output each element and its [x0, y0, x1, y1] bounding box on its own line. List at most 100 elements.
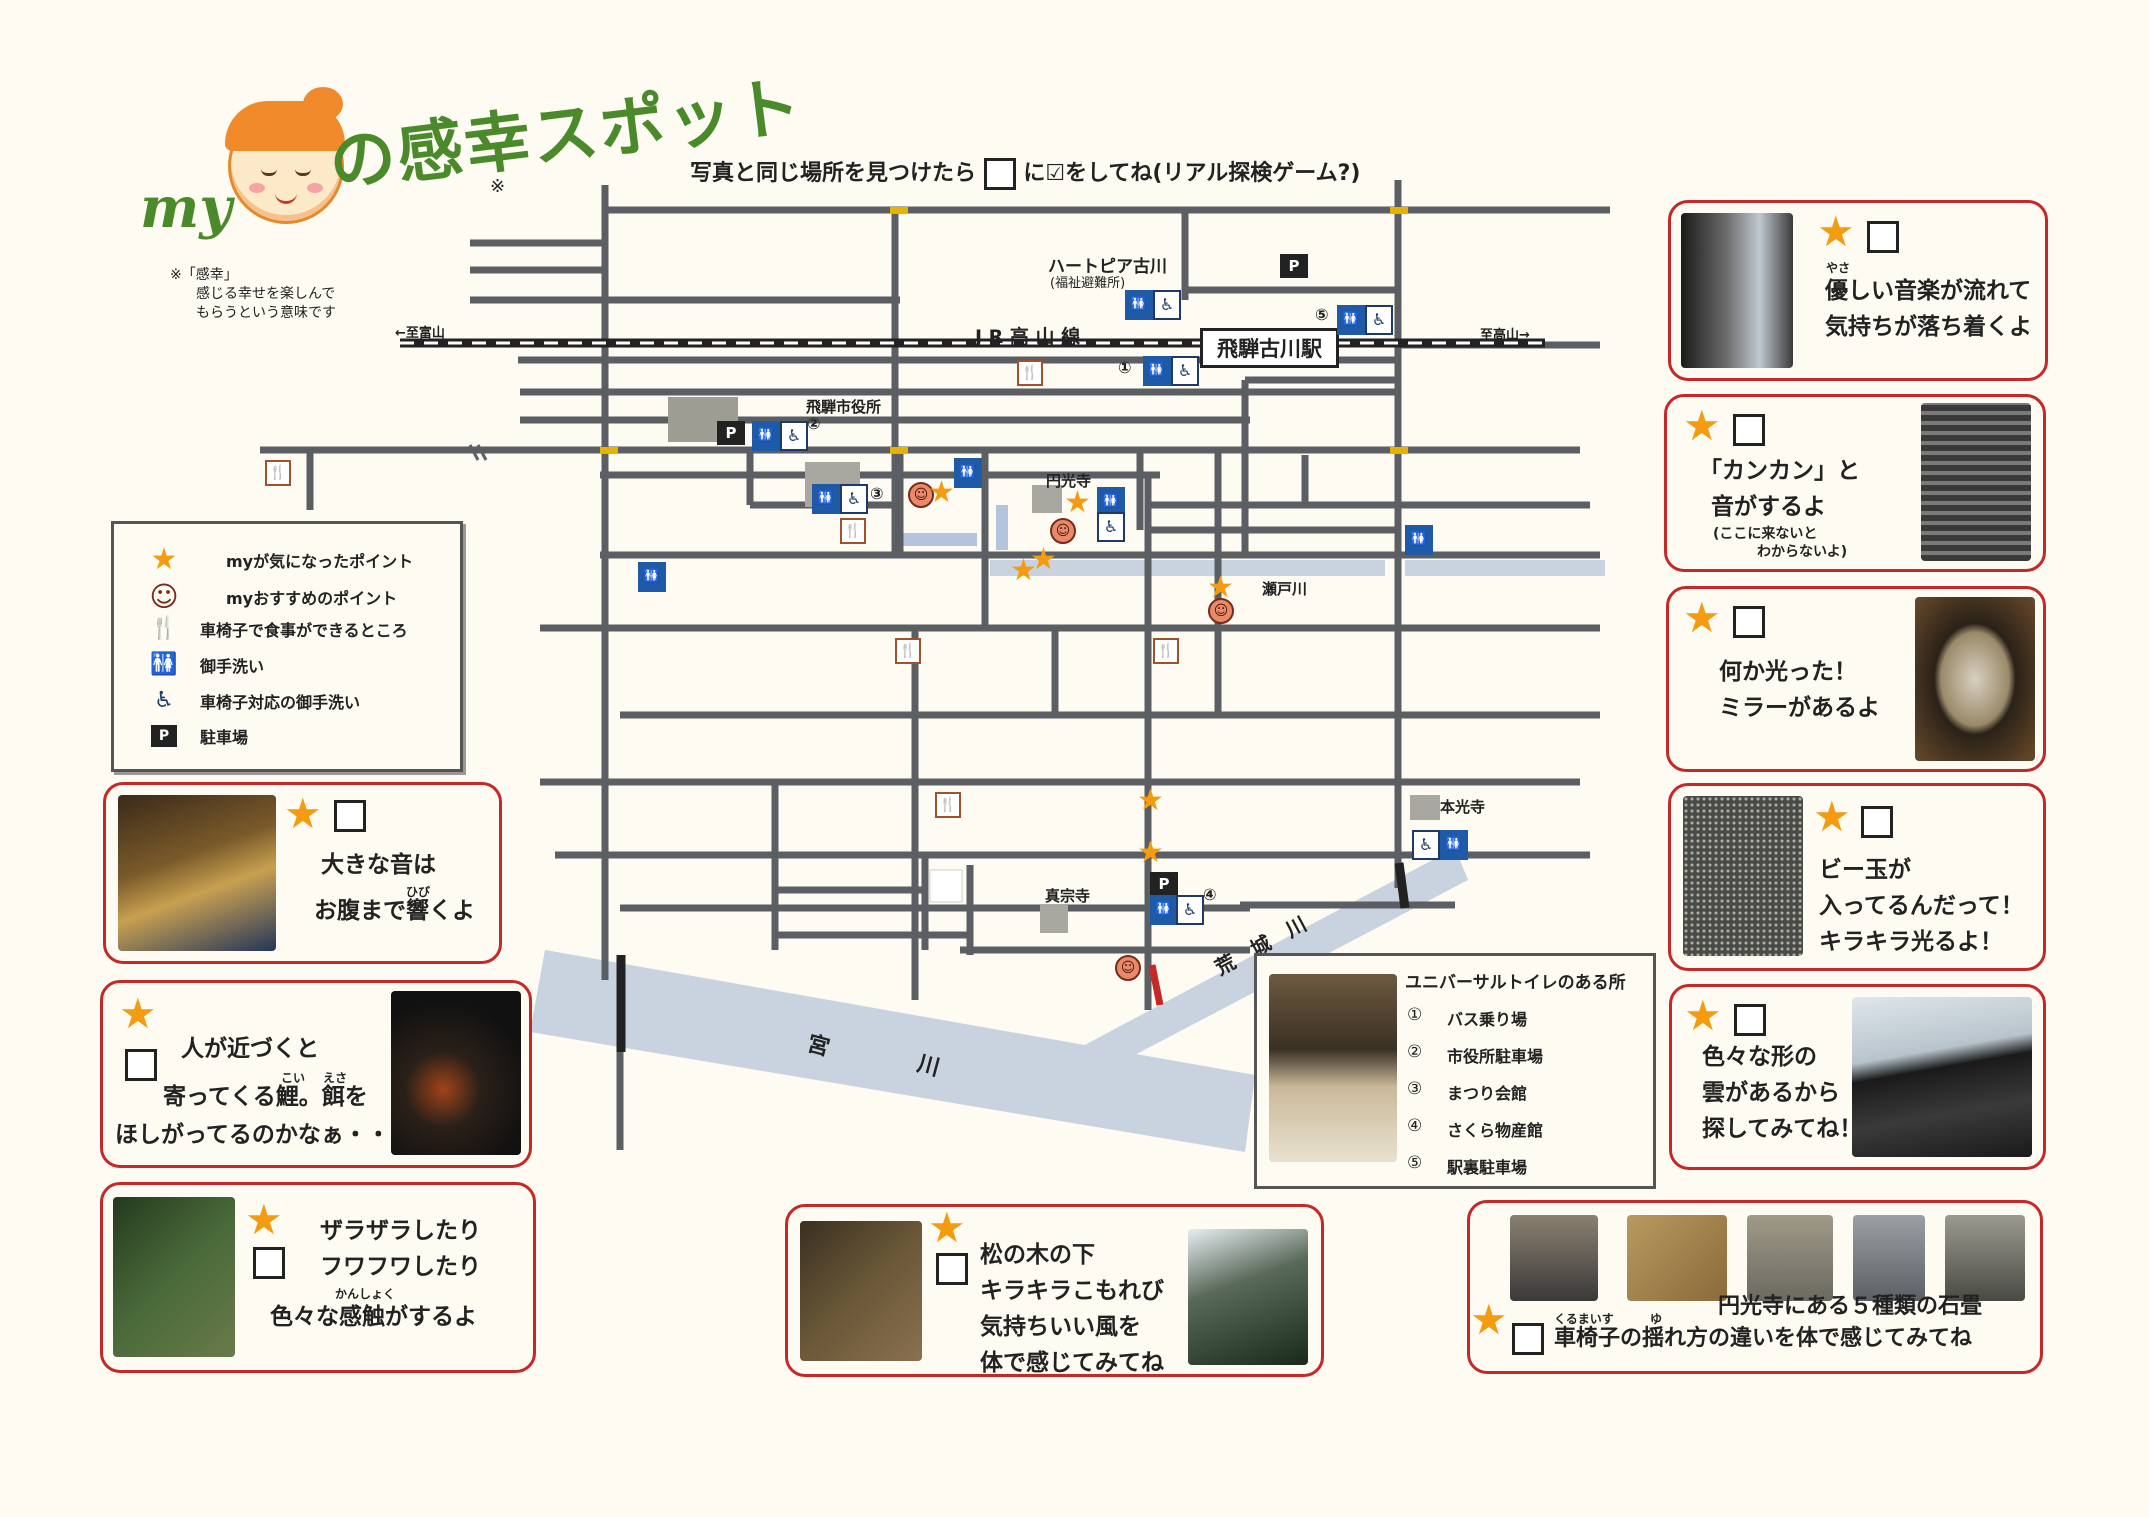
- star-icon: ★: [1207, 570, 1234, 605]
- spot-card-stone-pavement: 円光寺にある５種類の石畳 ★ くるまいす ゆ 車椅子の揺れ方の違いを体で感じてみ…: [1467, 1200, 2043, 1374]
- card-text: 気持ちが落ち着くよ: [1825, 314, 2032, 340]
- toilet-list-item: 市役所駐車場: [1447, 1047, 1544, 1066]
- toilet-list-num: ①: [1407, 1005, 1423, 1025]
- spot-photo: [1915, 597, 2035, 761]
- card-text: ビー玉が: [1819, 857, 1911, 883]
- spot-checkbox[interactable]: [1867, 221, 1899, 253]
- spot-card-big-sound: ★ 大きな音は ひび お腹まで響くよ: [103, 782, 502, 964]
- spot-photo: [113, 1197, 235, 1357]
- fork-knife-icon: 🍴: [935, 792, 961, 818]
- legend-label: myおすすめのポイント: [226, 588, 398, 608]
- pavement-photo: [1853, 1215, 1925, 1301]
- card-text: 雲があるから: [1702, 1080, 1840, 1106]
- pavement-photo: [1747, 1215, 1833, 1301]
- pavement-photo: [1510, 1215, 1598, 1301]
- restroom-icon: 🚻: [1337, 305, 1365, 335]
- spot-checkbox[interactable]: [1733, 414, 1765, 446]
- parking-icon: P: [1280, 254, 1308, 278]
- toilet-num-5: ⑤: [1315, 305, 1329, 324]
- star-icon: ★: [1684, 991, 1722, 1040]
- universal-toilet-box: ユニバーサルトイレのある所 ① バス乗り場 ② 市役所駐車場 ③ まつり会館 ④…: [1254, 953, 1656, 1189]
- star-icon: ★: [928, 1204, 966, 1252]
- checkbox-sample: [983, 158, 1016, 190]
- toilet-num-2: ②: [807, 414, 821, 433]
- spot-checkbox[interactable]: [1734, 1004, 1766, 1036]
- spot-checkbox[interactable]: [1733, 606, 1765, 638]
- star-icon: ★: [284, 789, 322, 838]
- instruction-text: 写真と同じ場所を見つけたら に☑をしてね(リアル探検ゲーム?): [690, 155, 1360, 190]
- card-text: キラキラこもれび: [980, 1278, 1164, 1304]
- toilet-num-3: ③: [870, 484, 884, 503]
- star-icon: ★: [1813, 792, 1851, 841]
- star-icon: ★: [245, 1195, 283, 1244]
- legend-row-restroom: 🚻 御手洗い: [146, 652, 264, 677]
- seto-river: [990, 560, 1385, 576]
- spot-checkbox[interactable]: [1512, 1323, 1544, 1355]
- restroom-icon: 🚻: [752, 421, 780, 451]
- spot-card-clouds: ★ 色々な形の 雲があるから 探してみてね！: [1669, 984, 2046, 1170]
- shinshuji-label: 真宗寺: [1045, 887, 1091, 905]
- spot-card-koi: ★ 人が近づくと こい えさ 寄ってくる鯉。餌を ほしがってるのかなぁ・・: [100, 980, 532, 1168]
- card-ruby: かんしょく: [335, 1287, 396, 1301]
- card-text: 車椅子の揺れ方の違いを体で感じてみてね: [1554, 1326, 1973, 1351]
- wheelchair-icon: ♿: [1171, 356, 1199, 386]
- card-text: 色々な形の: [1702, 1044, 1817, 1070]
- spot-checkbox[interactable]: [1861, 806, 1893, 838]
- toilet-list-num: ③: [1407, 1079, 1423, 1099]
- legend-label: 車椅子で食事ができるところ: [200, 620, 408, 640]
- restroom-icon: 🚻: [1405, 525, 1433, 555]
- star-icon: ★: [1064, 485, 1091, 520]
- smile-icon: ☺: [1208, 598, 1234, 624]
- toilet-num-4: ④: [1203, 885, 1217, 904]
- card-text: 人が近づくと: [181, 1036, 319, 1062]
- star-icon: ★: [1817, 207, 1855, 256]
- smile-icon: ☺: [908, 482, 934, 508]
- spot-checkbox[interactable]: [334, 800, 366, 832]
- card-text: 音がするよ: [1711, 494, 1826, 520]
- wheelchair-icon: ♿: [1176, 895, 1204, 925]
- note-line-3: もらうという意味です: [196, 305, 336, 321]
- smile-icon: ☺: [1050, 518, 1076, 544]
- card-text: お腹まで響くよ: [314, 898, 475, 924]
- parking-icon: P: [146, 725, 182, 747]
- toilet-list-num: ⑤: [1407, 1153, 1423, 1173]
- station-label: 飛騨古川駅: [1200, 328, 1339, 368]
- to-takayama-label: 至高山→: [1480, 328, 1530, 343]
- legend-label: 車椅子対応の御手洗い: [200, 692, 361, 712]
- card-ruby: やさ: [1826, 261, 1851, 275]
- legend-label: 駐車場: [200, 728, 249, 747]
- wheelchair-icon: ♿: [780, 421, 808, 451]
- toilet-list-num: ②: [1407, 1042, 1423, 1062]
- spot-checkbox[interactable]: [125, 1049, 157, 1081]
- fork-knife-icon: 🍴: [840, 518, 866, 544]
- star-icon: ★: [1030, 542, 1057, 577]
- spot-checkbox[interactable]: [253, 1247, 285, 1279]
- toilet-num-1: ①: [1118, 358, 1132, 377]
- toilet-list-item: さくら物産館: [1447, 1121, 1544, 1140]
- wheelchair-icon: ♿: [840, 484, 868, 514]
- toilet-list-item: 駅裏駐車場: [1447, 1158, 1528, 1177]
- card-caption: 円光寺にある５種類の石畳: [1718, 1294, 1983, 1319]
- card-text: 大きな音は: [321, 852, 436, 878]
- spot-photo: [1921, 403, 2031, 561]
- star-icon: ★: [150, 542, 178, 577]
- fork-knife-icon: 🍴: [150, 616, 178, 641]
- spot-card-marbles: ★ ビー玉が 入ってるんだって！ キラキラ光るよ！: [1668, 783, 2046, 971]
- spot-photo: [1683, 796, 1803, 956]
- card-text: 「カンカン」と: [1699, 458, 1860, 484]
- spot-card-music: ★ やさ 優しい音楽が流れて 気持ちが落ち着くよ: [1668, 200, 2048, 381]
- spot-card-texture: ★ ザラザラしたり フワフワしたり かんしょく 色々な感触がするよ: [100, 1182, 536, 1373]
- legend-label: myが気になったポイント: [226, 551, 414, 571]
- title-prefix: my: [140, 175, 232, 241]
- note-line-2: 感じる幸せを楽しんで: [196, 286, 336, 302]
- spot-photo: [1852, 997, 2032, 1157]
- spot-checkbox[interactable]: [936, 1253, 968, 1285]
- girl-face-logo: [225, 87, 345, 224]
- card-ruby: こい: [281, 1071, 306, 1085]
- card-text: 入ってるんだって！: [1819, 893, 2024, 919]
- toilet-list-item: まつり会館: [1447, 1084, 1528, 1103]
- card-text: 寄ってくる鯉。餌を: [163, 1084, 368, 1110]
- star-icon: ★: [1010, 553, 1037, 588]
- legend-row-food: 🍴 車椅子で食事ができるところ: [146, 616, 408, 641]
- city-hall-label: 飛騨市役所: [806, 398, 882, 416]
